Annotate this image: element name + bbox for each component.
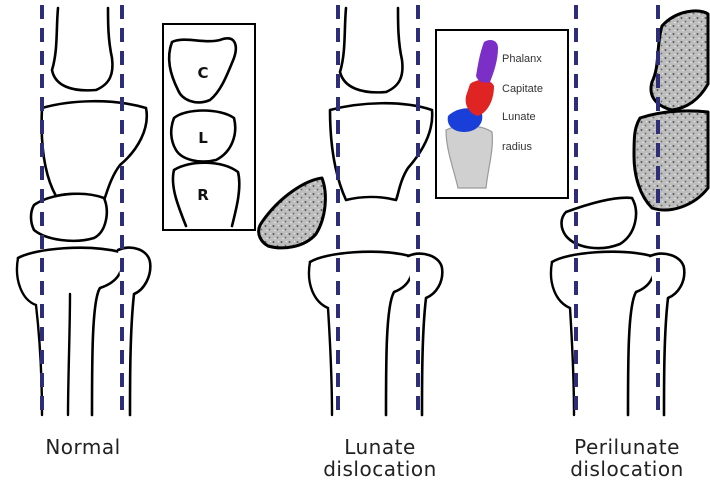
perilunate-radius: [552, 252, 654, 415]
caption-perilunate-line2: dislocation: [552, 458, 702, 480]
inset-letter-l: L: [198, 129, 208, 147]
caption-lunate-dislocation: Lunate dislocation: [310, 436, 450, 480]
caption-normal-text: Normal: [45, 435, 120, 459]
caption-lunate-line2: dislocation: [310, 458, 450, 480]
legend-radius-label: radius: [502, 141, 532, 153]
inset-letter-c: C: [197, 64, 208, 82]
legend-lunate-label: Lunate: [502, 111, 536, 123]
caption-perilunate-line1: Perilunate: [552, 436, 702, 458]
caption-lunate-line1: Lunate: [310, 436, 450, 458]
lunate-capitate: [340, 8, 402, 92]
perilunate-carpals: [634, 111, 708, 210]
legend-phalanx-label: Phalanx: [502, 53, 542, 65]
lunate-radius: [310, 252, 412, 415]
perilunate-ulna: [650, 254, 684, 415]
legend-capitate-label: Capitate: [502, 83, 543, 95]
inset-clr: C L R: [163, 24, 255, 230]
lunate-panel: [259, 5, 443, 415]
lunate-dislocated-bone: [259, 178, 326, 248]
inset-color-legend: Phalanx Capitate Lunate radius: [436, 30, 568, 198]
normal-panel: [17, 5, 150, 415]
caption-normal: Normal: [28, 436, 138, 458]
inset-letter-r: R: [197, 186, 209, 204]
lunate-ulna: [408, 254, 442, 415]
perilunate-lunate: [562, 198, 637, 248]
normal-capitate: [52, 8, 112, 90]
perilunate-panel: [551, 5, 708, 415]
normal-lunate: [42, 101, 147, 200]
caption-perilunate-dislocation: Perilunate dislocation: [552, 436, 702, 480]
